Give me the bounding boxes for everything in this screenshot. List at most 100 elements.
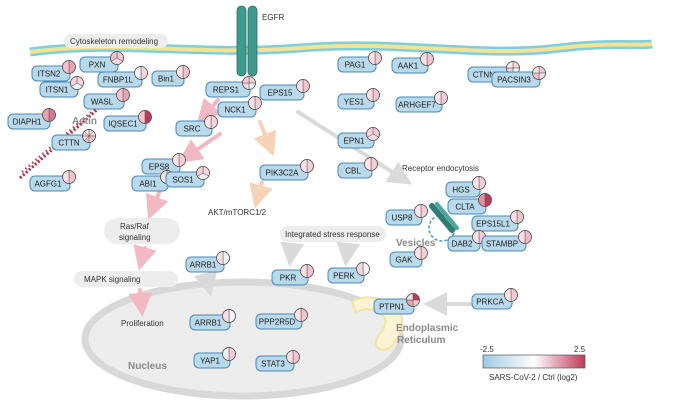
mapk-label: MAPK signaling — [84, 275, 140, 284]
arrows — [128, 97, 472, 317]
fold-change-pie-icon — [172, 153, 186, 167]
protein-node-pik3c2a[interactable]: PIK3C2A — [259, 159, 314, 181]
protein-label: EPS8 — [149, 163, 170, 172]
protein-node-ctnnd1[interactable]: CTNND1 — [467, 61, 520, 83]
protein-label: PAG1 — [345, 61, 366, 70]
arrow-mapk-proliferation — [128, 288, 153, 317]
fold-change-pie-icon — [532, 66, 546, 80]
protein-node-clta[interactable]: CLTA — [447, 193, 492, 215]
protein-node-stat3[interactable]: STAT3 — [255, 350, 300, 372]
protein-node-cbl[interactable]: CBL — [337, 157, 378, 179]
protein-label: FNBP1L — [103, 76, 134, 85]
protein-node-arrb1_top[interactable]: ARRB1 — [185, 251, 230, 273]
protein-label: GAK — [396, 256, 414, 265]
protein-label: DAB2 — [452, 240, 473, 249]
protein-node-diaph1[interactable]: DIAPH1 — [7, 108, 56, 130]
protein-node-eps8[interactable]: EPS8 — [141, 153, 186, 175]
fold-change-pie-icon — [242, 76, 256, 90]
fold-change-pie-icon — [286, 350, 300, 364]
isr-label: Integrated stress response — [285, 230, 380, 239]
protein-node-nck1[interactable]: NCK1 — [217, 96, 262, 118]
protein-label: EPN1 — [344, 137, 365, 146]
protein-node-ptpn1[interactable]: PTPN1 — [373, 293, 420, 315]
protein-node-yes1[interactable]: YES1 — [337, 88, 380, 110]
protein-label: CTNND1 — [473, 71, 506, 80]
fold-change-pie-icon — [110, 51, 124, 65]
protein-node-cttn[interactable]: CTTN — [51, 129, 96, 151]
protein-node-arrb1_nuc[interactable]: ARRB1 — [189, 309, 236, 331]
protein-node-ppp2r5d[interactable]: PPP2R5D — [255, 308, 308, 330]
proliferation-label: Proliferation — [121, 319, 164, 328]
protein-label: SOS1 — [172, 176, 194, 185]
protein-label: EPS15 — [268, 89, 293, 98]
protein-node-dab2[interactable]: DAB2 — [447, 230, 486, 252]
protein-node-epn1[interactable]: EPN1 — [337, 127, 380, 149]
vesicles-label: Vesicles — [396, 238, 436, 249]
protein-node-arhgef7[interactable]: ARHGEF7 — [395, 91, 448, 113]
fold-change-pie-icon — [472, 230, 486, 244]
fold-change-pie-icon — [204, 115, 218, 129]
cytoskeleton-label: Cytoskeleton remodeling — [70, 37, 158, 46]
arrow-isr-pkr — [280, 241, 305, 267]
protein-label: ITSN2 — [38, 70, 61, 79]
protein-node-eps15[interactable]: EPS15 — [259, 79, 310, 101]
fold-change-pie-icon — [134, 66, 148, 80]
fold-change-pie-icon — [42, 108, 56, 122]
protein-node-itsn2[interactable]: ITSN2 — [31, 60, 76, 82]
fold-change-pie-icon — [368, 51, 382, 65]
protein-node-eps15l1[interactable]: EPS15L1 — [471, 210, 524, 232]
protein-node-pxn[interactable]: PXN — [79, 51, 124, 73]
protein-label: PIK3C2A — [266, 169, 300, 178]
legend-gradient-bar — [482, 354, 586, 369]
protein-label: PPP2R5D — [259, 318, 296, 327]
fold-change-pie-icon — [82, 129, 96, 143]
protein-node-stambp[interactable]: STAMBP — [481, 230, 532, 252]
protein-node-iqsec1[interactable]: IQSEC1 — [103, 110, 152, 132]
protein-node-sos1[interactable]: SOS1 — [165, 166, 210, 188]
fold-change-pie-icon — [138, 110, 152, 124]
arrow-egfr-eps8 — [178, 132, 222, 163]
protein-label: ARHGEF7 — [398, 101, 436, 110]
protein-label: PRKCA — [476, 298, 504, 307]
fold-change-pie-icon — [434, 91, 448, 105]
protein-node-fnbp1l[interactable]: FNBP1L — [97, 66, 148, 88]
protein-node-aak1[interactable]: AAK1 — [391, 52, 434, 74]
protein-label: CBL — [345, 167, 361, 176]
protein-node-pkr[interactable]: PKR — [271, 264, 314, 286]
fold-change-pie-icon — [216, 251, 230, 265]
protein-node-wasl[interactable]: WASL — [83, 88, 130, 110]
protein-node-reps1[interactable]: REPS1 — [205, 76, 256, 98]
protein-node-itsn1[interactable]: ITSN1 — [39, 76, 84, 98]
fold-change-pie-icon — [414, 204, 428, 218]
er-label-line1: Endoplasmic — [396, 323, 459, 334]
protein-node-pag1[interactable]: PAG1 — [337, 51, 382, 73]
protein-node-hgs[interactable]: HGS — [445, 176, 486, 198]
mapk-pill — [74, 271, 178, 287]
protein-label: WASL — [91, 98, 114, 107]
protein-node-yap1[interactable]: YAP1 — [193, 347, 236, 369]
protein-node-src[interactable]: SRC — [175, 115, 218, 137]
protein-node-perk[interactable]: PERK — [327, 262, 370, 284]
egfr-receptor[interactable] — [236, 5, 258, 77]
protein-label: ITSN1 — [46, 86, 69, 95]
legend-caption: SARS-CoV-2 / Ctrl (log2) — [489, 373, 578, 382]
protein-node-gak[interactable]: GAK — [389, 246, 428, 268]
protein-node-bin1[interactable]: Bin1 — [151, 65, 190, 87]
protein-node-pacsin3[interactable]: PACSIN3 — [491, 66, 546, 88]
protein-node-prkca[interactable]: PRKCA — [471, 288, 518, 310]
fold-change-pie-icon — [300, 264, 314, 278]
protein-label: CTTN — [58, 139, 80, 148]
protein-node-usp8[interactable]: USP8 — [385, 204, 428, 226]
fold-change-pie-icon — [296, 79, 310, 93]
protein-label: PERK — [333, 272, 355, 281]
protein-label: NCK1 — [224, 106, 246, 115]
protein-label: AGFG1 — [34, 180, 62, 189]
fold-change-pie-icon — [222, 309, 236, 323]
fold-change-pie-icon — [472, 176, 486, 190]
protein-label: Bin1 — [158, 75, 175, 84]
isr-pill — [280, 226, 386, 242]
protein-node-agfg1[interactable]: AGFG1 — [29, 170, 76, 192]
fold-change-pie-icon — [176, 65, 190, 79]
fold-change-pie-icon — [504, 288, 518, 302]
